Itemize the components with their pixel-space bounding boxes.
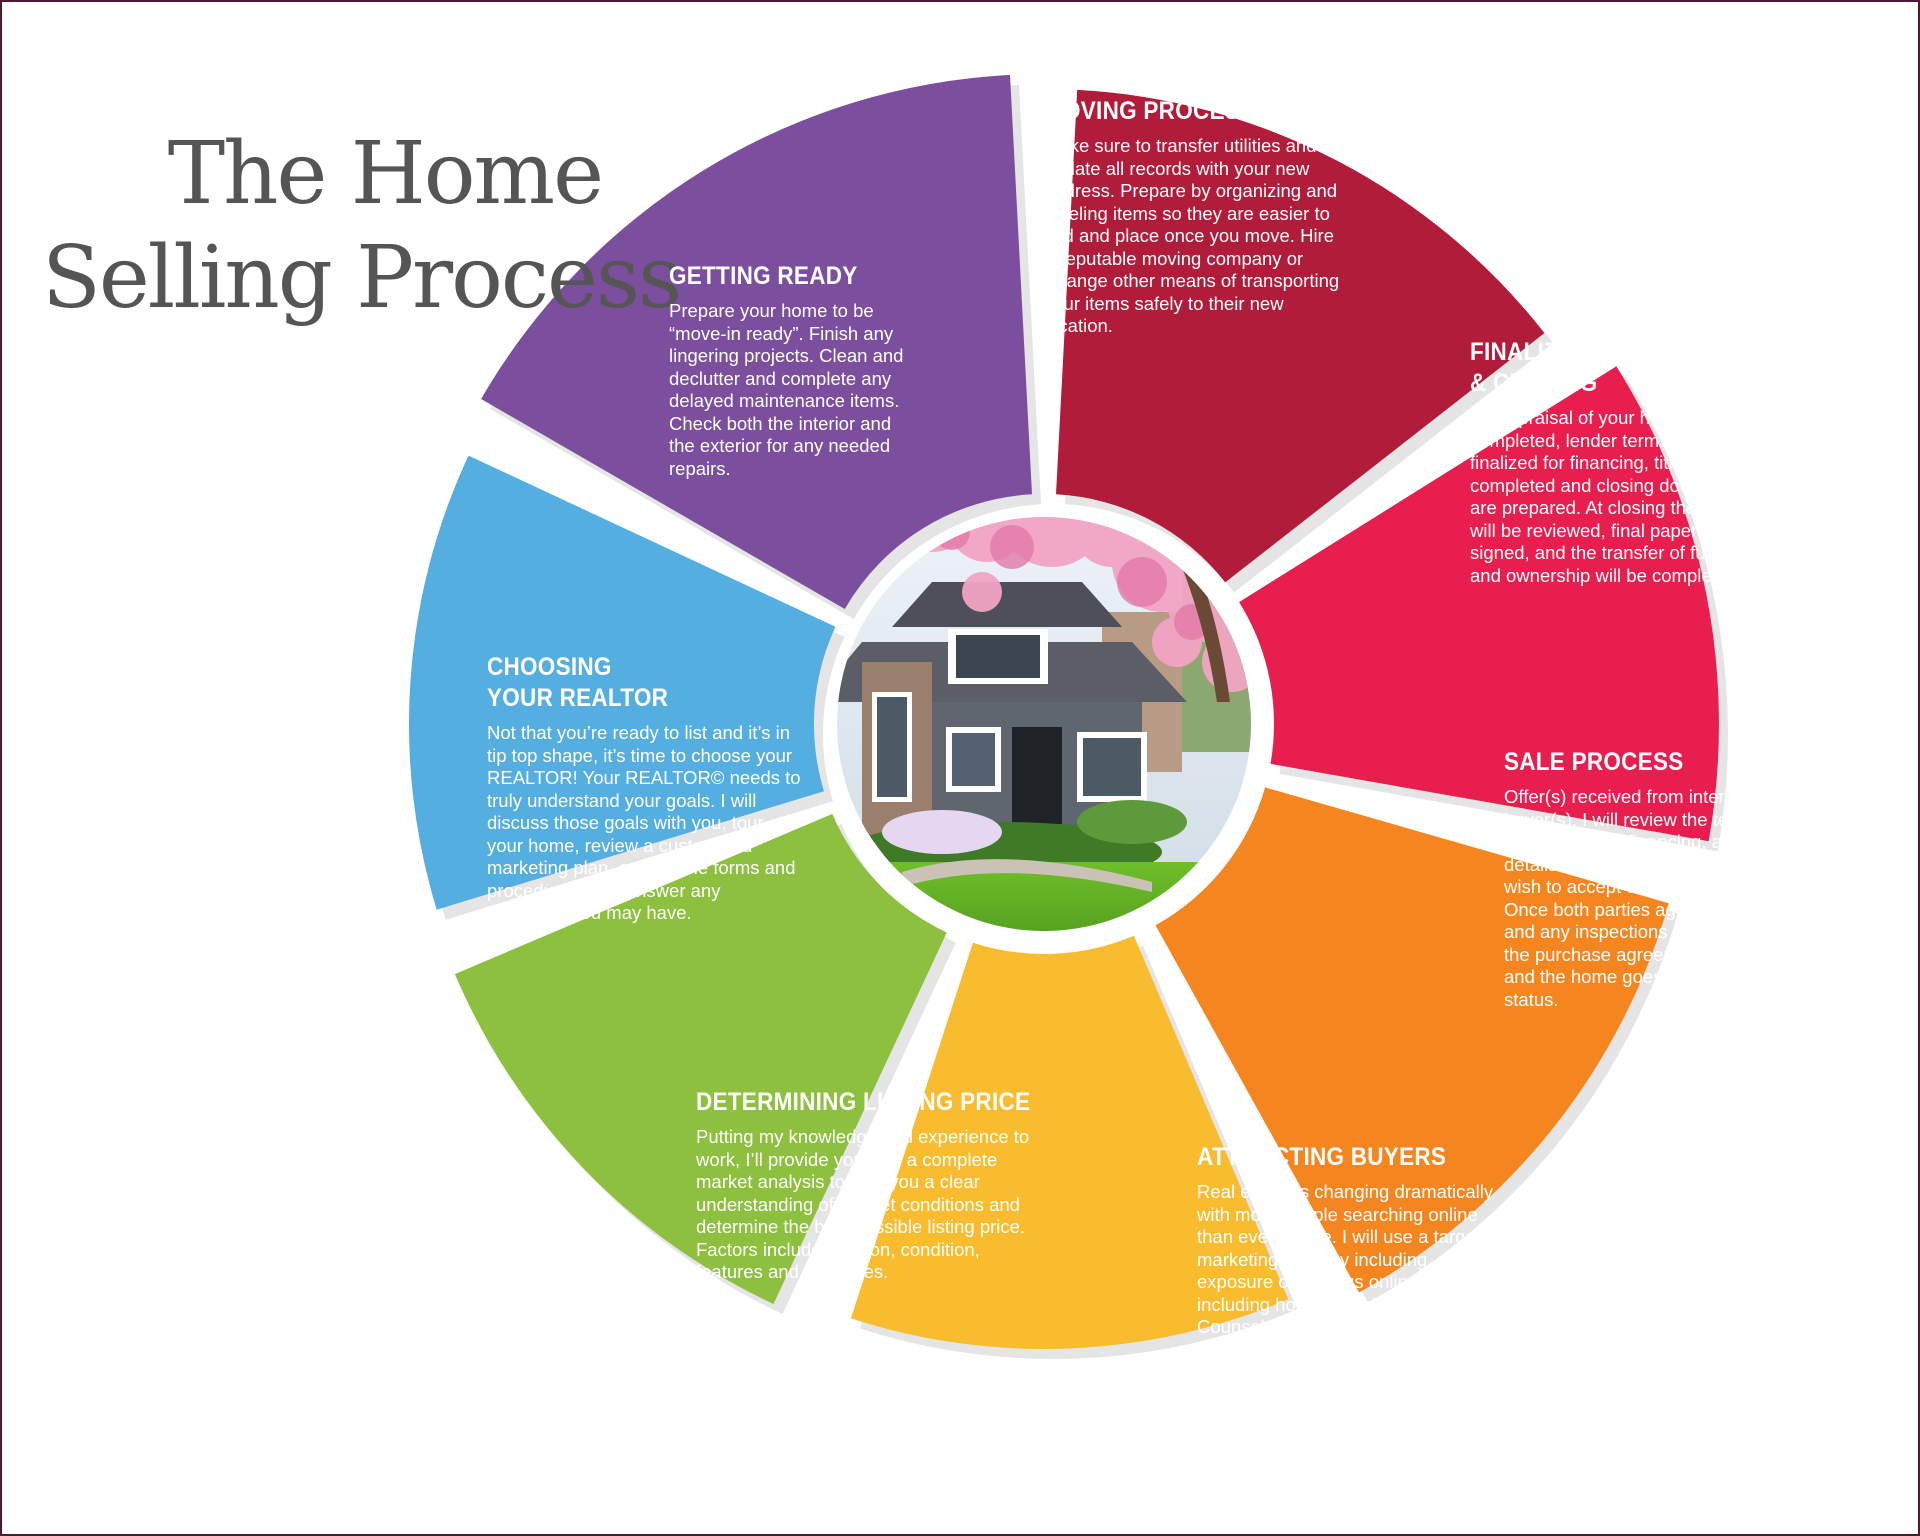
segment-finalizing-details-closing [1239, 366, 1719, 842]
segment-description: Make sure to transfer utilities and upda… [1044, 135, 1340, 336]
segment-sale-process [1155, 787, 1669, 1293]
segment-attracting-buyers [850, 935, 1289, 1349]
segment-determining-listing-price [454, 813, 947, 1304]
segment-choosing-your-realtor [408, 455, 836, 910]
segment-text-finalizing-details-closing: FINALIZING DETAILS & CLOSING An appraisa… [1470, 337, 1770, 587]
segment-description: Putting my knowledge and experience to w… [696, 1126, 1030, 1282]
segment-description: Real estate is changing dramatically wit… [1197, 1181, 1502, 1382]
segment-text-sale-process: SALE PROCESS Offer(s) received from inte… [1504, 747, 1806, 1011]
segment-description: Offer(s) received from interested buyer(… [1504, 786, 1797, 1010]
title-line-1: The Home [167, 124, 604, 224]
title-line-2: Selling Process [42, 228, 682, 328]
segments [408, 74, 1719, 1349]
segment-heading: DETERMINING LISTING PRICE [696, 1088, 1031, 1116]
segment-heading: FINALIZING DETAILS & CLOSING [1470, 338, 1702, 397]
segment-description: Prepare your home to be “move-in ready”.… [669, 300, 904, 479]
segment-text-determining-listing-price: DETERMINING LISTING PRICE Putting my kno… [696, 1087, 1046, 1284]
segment-text-getting-ready: GETTING READY Prepare your home to be “m… [669, 261, 919, 480]
segment-heading: GETTING READY [669, 262, 858, 290]
segment-text-moving-process: MOVING PROCESS Make sure to transfer uti… [1044, 96, 1344, 338]
segment-heading: ATTRACTING BUYERS [1197, 1143, 1447, 1171]
segment-description: Not that you’re ready to list and it’s i… [487, 722, 801, 923]
segment-getting-ready [481, 74, 1033, 609]
segment-text-attracting-buyers: ATTRACTING BUYERS Real estate is changin… [1197, 1142, 1507, 1384]
segment-heading: MOVING PROCESS [1044, 97, 1256, 125]
segment-heading: SALE PROCESS [1504, 748, 1684, 776]
segment-description: An appraisal of your home is completed, … [1470, 407, 1768, 586]
segment-heading: CHOOSING YOUR REALTOR [487, 653, 669, 712]
page-title: The Home Selling Process [42, 122, 682, 330]
segment-text-choosing-your-realtor: CHOOSING YOUR REALTOR Not that you’re re… [487, 652, 802, 925]
segment-moving-process [1056, 89, 1545, 583]
